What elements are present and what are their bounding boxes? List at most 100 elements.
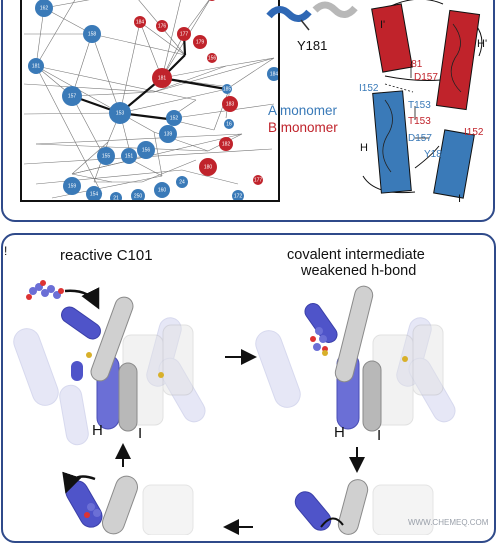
- node-label: 184: [136, 19, 145, 25]
- residue-d157-red: D157: [414, 72, 438, 83]
- node-label: 159: [68, 183, 77, 189]
- network-blue-nodes: 162 158 181 157 153 152 139 156 155 151: [28, 0, 281, 204]
- node-b-156: [207, 53, 217, 63]
- residue-t153-blue: T153: [408, 100, 431, 111]
- step-2-title-line1: covalent intermediate: [287, 247, 425, 263]
- node-label: 153: [116, 110, 125, 116]
- y181-structure-label: Y181: [297, 38, 328, 53]
- node-label: 177: [254, 177, 263, 183]
- node-a-151: [121, 148, 137, 164]
- node-label: 184: [270, 71, 278, 77]
- node-label: 24: [179, 179, 185, 185]
- grey-helix-upper-right: [334, 285, 374, 383]
- residue-network-frame: 162 158 181 157 153 152 139 156 155 151: [20, 0, 281, 204]
- background-grey-step4: [142, 484, 194, 535]
- node-label: 157: [68, 93, 77, 99]
- ligand-release-arrow: [62, 471, 96, 494]
- helix-i-left: [118, 362, 138, 432]
- grey-helix-step3: [337, 479, 369, 535]
- node-label: 156: [142, 147, 151, 153]
- helix-h: [372, 90, 412, 194]
- node-a-159: [63, 177, 81, 195]
- background-helices-left: [13, 317, 206, 446]
- node-label: 183: [226, 101, 235, 107]
- helix-label-i-prime: I': [380, 19, 386, 31]
- node-b-183: [222, 96, 238, 112]
- node-a-154: [86, 186, 102, 202]
- residue-i152-blue: I152: [359, 83, 379, 94]
- bottom-panel: ! reactive C101 covalent intermediate we…: [1, 233, 496, 543]
- ligand-binding-arrow: [64, 287, 100, 310]
- small-blue-helix-left: [71, 361, 83, 381]
- node-label: 160: [158, 187, 167, 193]
- grey-helix-upper-left: [90, 296, 134, 382]
- node-a-153: [109, 102, 131, 124]
- watermark: WWW.CHEMEQ.COM: [408, 518, 489, 527]
- background-grey-step3: [372, 484, 434, 535]
- node-a-24: [176, 176, 188, 188]
- residue-y181-blue: Y181: [424, 149, 448, 160]
- node-a-152: [166, 110, 182, 126]
- legend-a-monomer: A monomer: [268, 103, 338, 118]
- node-a-16: [224, 119, 234, 129]
- node-b-176: [156, 20, 168, 32]
- residue-network-graph: 162 158 181 157 153 152 139 156 155 151: [23, 0, 281, 204]
- node-label: 182: [222, 141, 231, 147]
- y181-pointer: [300, 19, 310, 31]
- node-label: 172: [234, 193, 243, 199]
- step-2-title-line2: weakened h-bond: [301, 263, 417, 279]
- residue-d157-blue: D157: [408, 133, 432, 144]
- node-a-156: [137, 141, 155, 159]
- protein-structure-fragment: [266, 1, 358, 31]
- helix-interface-diagram: [362, 0, 483, 199]
- node-label: 180: [204, 164, 213, 170]
- step-1-title: reactive C101: [60, 247, 153, 264]
- node-b-179: [193, 35, 207, 49]
- loop-middle: [384, 75, 442, 81]
- blue-helix-ribbon: [266, 6, 312, 22]
- loop-bottom: [414, 145, 440, 169]
- node-label: 250: [134, 193, 143, 199]
- helix-label-h-left: H: [92, 422, 103, 439]
- blue-helix-step3: [294, 491, 332, 531]
- structure-covalent-intermediate: [255, 285, 456, 432]
- node-a-185: [222, 84, 232, 94]
- node-a-250: [131, 189, 145, 203]
- node-label: 151: [125, 153, 134, 159]
- node-label: 185: [223, 86, 232, 92]
- node-a-172: [232, 190, 244, 202]
- node-b-184: [134, 16, 146, 28]
- grey-helix-ribbon: [312, 1, 358, 18]
- node-label: 21: [113, 195, 119, 200]
- h-prime-axis-curve: [450, 23, 462, 93]
- grey-helix-step4: [102, 475, 138, 535]
- legend-b-monomer: B monomer: [268, 120, 338, 135]
- node-b-177: [177, 27, 191, 41]
- node-b-182: [219, 137, 233, 151]
- ligand-molecule-right: [310, 327, 328, 352]
- node-a-181: [28, 58, 44, 74]
- node-a-157: [62, 86, 82, 106]
- i152-t153-hbond: [384, 83, 414, 93]
- helix-i-prime: [371, 3, 413, 73]
- helix-h-prime: [435, 9, 481, 111]
- helix-label-h-prime: H': [477, 38, 488, 50]
- structure-reactive-c101: [13, 280, 206, 446]
- node-label: 155: [102, 153, 111, 159]
- node-label: 158: [88, 31, 97, 37]
- node-b-161: [209, 0, 215, 1]
- residue-t153-red: T153: [408, 116, 431, 127]
- helix-label-i-left: I: [138, 425, 143, 442]
- sulfur-atom-left-2: [158, 372, 164, 378]
- helix-i: [433, 129, 475, 199]
- structure-step4-partial: [62, 471, 194, 535]
- node-label: 152: [170, 115, 179, 121]
- h-axis-curve: [382, 99, 393, 173]
- helix-label-i-right: I: [377, 427, 382, 444]
- node-a-160: [154, 182, 170, 198]
- node-label: 16: [226, 121, 232, 127]
- node-label: 177: [180, 31, 189, 37]
- sulfur-atom-right-2: [402, 356, 408, 362]
- helix-i-right: [362, 360, 382, 432]
- node-label: 139: [164, 131, 173, 137]
